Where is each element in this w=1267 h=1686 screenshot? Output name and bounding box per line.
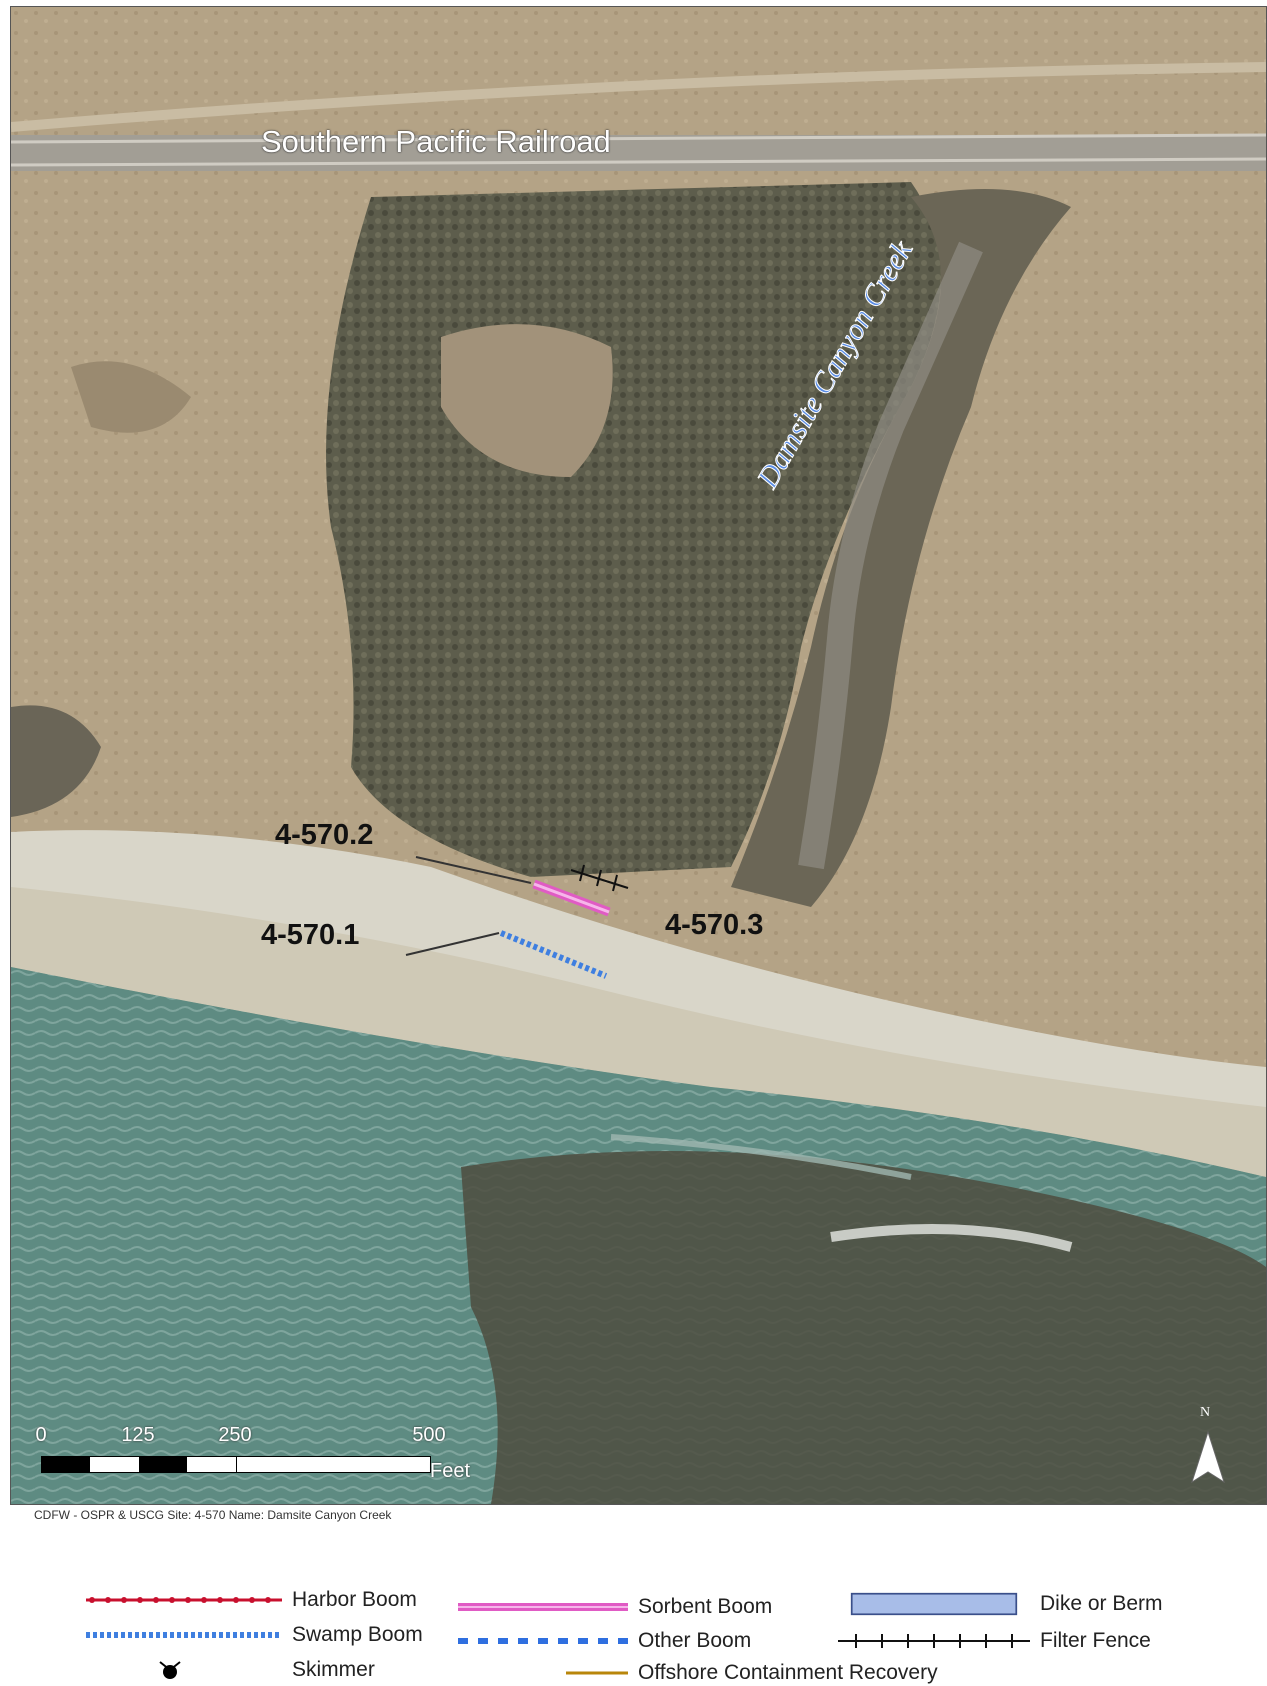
skimmer-icon: [159, 1661, 181, 1679]
legend-label: Sorbent Boom: [638, 1595, 773, 1618]
creek-channel: [798, 241, 983, 870]
offshore-containment-symbol-icon: [566, 1671, 628, 1675]
railroad-label: Southern Pacific Railroad: [261, 124, 611, 159]
sorbent-boom-symbol-icon: [458, 1603, 628, 1611]
scale-tick-500: 500: [412, 1424, 446, 1446]
harbor-boom-symbol-icon: [86, 1597, 282, 1603]
legend-dike-berm: Dike or Berm: [836, 1592, 1163, 1616]
legend-other-boom: Other Boom: [456, 1629, 751, 1653]
other-boom-symbol-icon: [458, 1638, 628, 1644]
legend-label: Swamp Boom: [292, 1623, 423, 1646]
filter-fence-symbol-icon: [838, 1634, 1030, 1648]
legend-label: Skimmer: [292, 1658, 375, 1681]
site-1-leader: [405, 932, 500, 956]
site-label-4-570-2[interactable]: 4-570.2: [275, 819, 374, 851]
legend-offshore-containment: Offshore Containment Recovery: [456, 1661, 938, 1685]
scale-tick-125: 125: [121, 1424, 155, 1446]
dike-berm-symbol-icon: [850, 1592, 1018, 1616]
legend-harbor-boom: Harbor Boom: [84, 1588, 417, 1612]
legend-filter-fence: Filter Fence: [836, 1629, 1151, 1653]
map-view[interactable]: Southern Pacific Railroad Damsite Canyon…: [10, 6, 1267, 1505]
legend-swamp-boom: Swamp Boom: [84, 1623, 423, 1647]
filter-fence-segment: [570, 864, 629, 892]
scale-tick-0: 0: [35, 1424, 47, 1446]
swamp-boom-symbol-icon: [86, 1632, 282, 1638]
legend-label: Offshore Containment Recovery: [638, 1661, 938, 1684]
kelp-rocks: [461, 1151, 1266, 1504]
north-arrow-icon: [1191, 1430, 1225, 1484]
dirt-road: [11, 62, 1266, 132]
legend-skimmer: Skimmer: [84, 1658, 375, 1682]
north-label: N: [1200, 1405, 1211, 1420]
aerial-imagery: [11, 7, 1266, 1504]
legend-label: Filter Fence: [1040, 1629, 1151, 1652]
legend-sorbent-boom: Sorbent Boom: [456, 1595, 772, 1619]
scale-unit-label: Feet: [430, 1460, 471, 1482]
legend-label: Dike or Berm: [1040, 1592, 1163, 1615]
scale-bar: [41, 1456, 431, 1473]
swamp-boom-segment: [499, 930, 608, 979]
site-label-4-570-3[interactable]: 4-570.3: [665, 909, 764, 941]
legend-label: Other Boom: [638, 1629, 752, 1652]
site-label-4-570-1[interactable]: 4-570.1: [261, 919, 360, 951]
credit-line: CDFW - OSPR & USCG Site: 4-570 Name: Dam…: [34, 1508, 392, 1522]
site-2-leader: [415, 856, 532, 884]
scale-tick-250: 250: [218, 1424, 252, 1446]
legend-label: Harbor Boom: [292, 1588, 417, 1611]
